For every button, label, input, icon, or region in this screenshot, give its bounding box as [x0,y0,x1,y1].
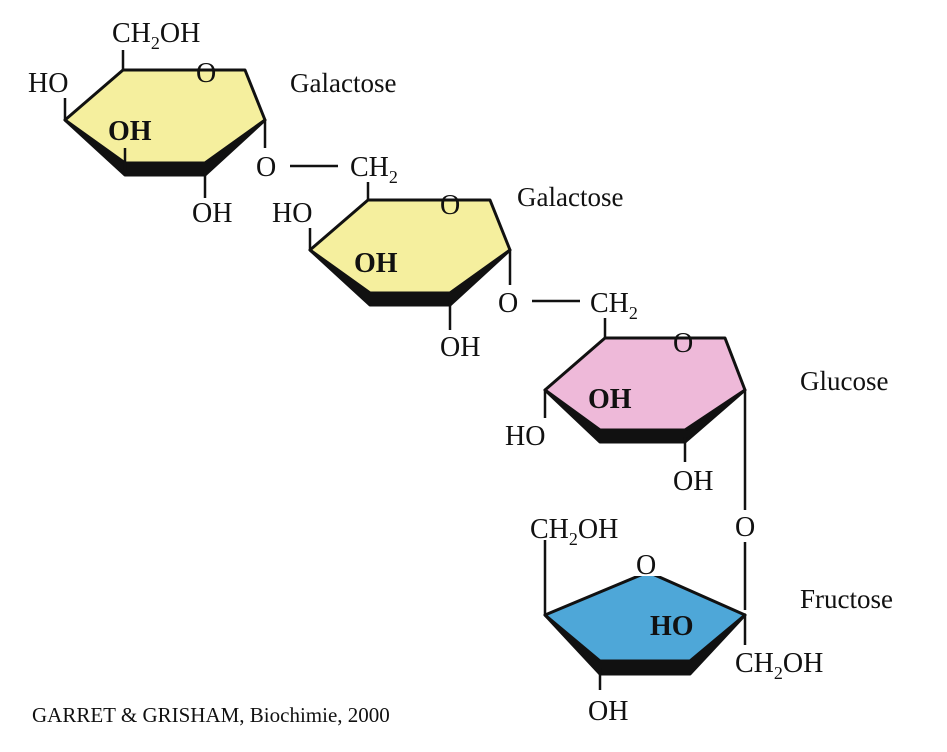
galactose-2-c3-oh: OH [354,248,398,279]
galactose-1-c3-oh: OH [108,116,152,147]
galactose-2-c2-oh: OH [440,332,480,363]
galactose-1-ring-oxygen: O [196,58,216,89]
glucose-c6-ch2: CH2 [590,288,638,323]
fructose-ring-oxygen-gap [634,552,664,576]
galactose-2-ring-oxygen: O [440,190,460,221]
galactose-2-label: Galactose [517,182,623,212]
fructose-ring-oxygen: O [636,550,656,581]
glycosidic-oxygen-1: O [256,152,276,183]
fructose-c1-ch2oh: CH2OH [735,648,823,683]
galactose-1-c2-oh: OH [192,198,232,229]
galactose-2-ring-fill [308,198,512,302]
glycosidic-oxygen-3: O [735,512,755,543]
galactose-1-label: Galactose [290,68,396,98]
galactose-1-c6-ch2oh: CH2OH [112,18,200,53]
fructose-ring-fill [543,570,747,670]
galactose-1-ring-fill [63,68,267,172]
glucose-ring: O OH HO OH [505,328,747,510]
galactose-1-c4-ho: HO [28,68,68,99]
glucose-ring-fill [543,336,747,439]
galactose-2-c6-ch2: CH2 [350,152,398,187]
fructose-label: Fructose [800,584,893,614]
glycosidic-oxygen-2: O [498,288,518,319]
fructose-c4-oh: OH [588,696,628,727]
fructose-ring: O CH2OH HO CH2OH OH [530,514,823,727]
galactose-ring-1: O HO OH OH CH2OH [28,18,267,229]
glucose-c4-ho: HO [505,421,545,452]
galactose-2-c4-ho: HO [272,198,312,229]
fructose-c6-ch2oh: CH2OH [530,514,618,549]
galactose-ring-2: O HO OH OH [272,190,512,363]
source-credit: GARRET & GRISHAM, Biochimie, 2000 [32,703,390,727]
glucose-ring-oxygen: O [673,328,693,359]
glucose-c3-oh: OH [588,384,632,415]
fructose-c3-ho: HO [650,611,694,642]
glucose-c2-oh: OH [673,466,713,497]
glucose-label: Glucose [800,366,888,396]
